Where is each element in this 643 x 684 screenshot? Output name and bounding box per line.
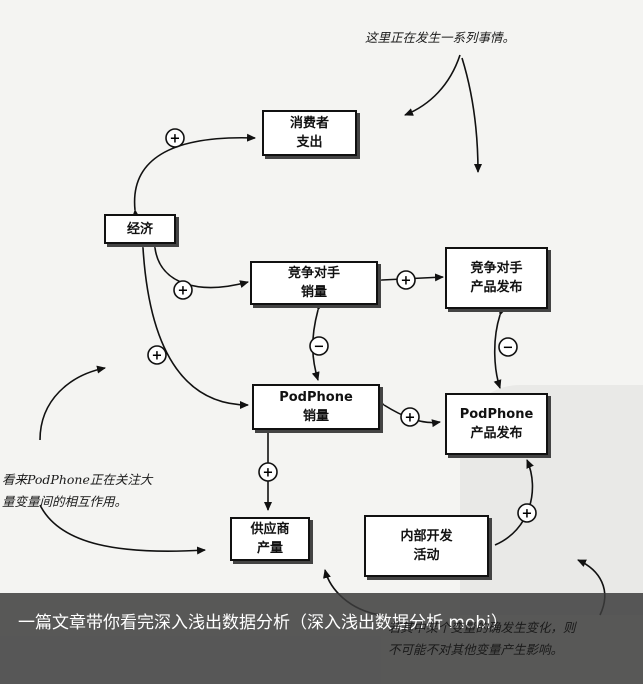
svg-text:+: +	[263, 466, 274, 481]
node-label: 竞争对手	[470, 261, 523, 276]
node-label: 产品发布	[470, 280, 523, 295]
plus-sign-icon: +	[400, 407, 420, 427]
note-arrow-left-2	[39, 504, 206, 555]
svg-text:−: −	[314, 340, 325, 355]
svg-text:+: +	[170, 132, 181, 147]
annotation-left-line2: 量变量间的相互作用。	[2, 494, 128, 509]
node-supplier-output: 供应商 产量	[230, 517, 310, 561]
svg-text:+: +	[401, 274, 412, 289]
node-label: 活动	[413, 548, 440, 563]
node-consumer-spending: 消费者 支出	[262, 110, 357, 156]
plus-sign-icon: +	[517, 503, 537, 523]
node-label: PodPhone	[279, 390, 353, 405]
node-rnd-activity: 内部开发 活动	[364, 515, 489, 577]
node-label: 产品发布	[470, 426, 523, 441]
note-arrow-left-1	[39, 365, 106, 441]
minus-sign-icon: −	[498, 337, 518, 357]
node-podphone-sales: PodPhone 销量	[252, 384, 380, 430]
svg-text:+: +	[405, 411, 416, 426]
node-label: 销量	[302, 409, 329, 424]
node-podphone-release: PodPhone 产品发布	[445, 393, 548, 455]
node-label: 支出	[296, 135, 323, 150]
svg-text:+: +	[522, 507, 533, 522]
node-label: PodPhone	[459, 407, 534, 422]
node-economy: 经济	[104, 214, 176, 244]
node-label: 供应商	[250, 522, 290, 537]
plus-sign-icon: +	[173, 280, 193, 300]
annotation-bottom-line1: 若其中某个变量的确发生变化，则	[388, 620, 576, 635]
plus-sign-icon: +	[147, 345, 167, 365]
plus-sign-icon: +	[165, 128, 185, 148]
node-label: 销量	[300, 285, 327, 300]
node-label: 消费者	[289, 116, 329, 131]
banner-text[interactable]: 一篇文章带你看完深入浅出数据分析（深入浅出数据分析 mobi）	[18, 613, 508, 633]
annotation-left-line1: 看来PodPhone正在关注大	[2, 472, 153, 487]
node-label: 内部开发	[400, 529, 453, 544]
plus-sign-icon: +	[258, 462, 278, 482]
node-label: 产量	[256, 541, 283, 556]
node-competitor-sales: 竞争对手 销量	[250, 261, 378, 305]
arrow-economy-podphone-sales	[138, 239, 249, 409]
svg-text:+: +	[178, 284, 189, 299]
arrow-competitor-podphone-release	[493, 306, 507, 389]
plus-sign-icon: +	[396, 270, 416, 290]
node-label: 经济	[126, 221, 153, 237]
node-label: 竞争对手	[287, 266, 340, 281]
arrow-economy-consumer	[131, 133, 256, 219]
note-arrow-top-1	[404, 54, 461, 116]
arrow-economy-competitor-sales	[149, 239, 249, 289]
note-arrow-top-2	[461, 57, 482, 173]
article-title-banner[interactable]: 一篇文章带你看完深入浅出数据分析（深入浅出数据分析 mobi）	[0, 593, 643, 684]
arrow-rnd-podphone-release	[494, 459, 534, 546]
node-competitor-release: 竞争对手 产品发布	[445, 247, 548, 309]
svg-text:−: −	[503, 341, 514, 356]
annotation-top: 这里正在发生一系列事情。	[365, 30, 516, 45]
svg-text:+: +	[152, 349, 163, 364]
minus-sign-icon: −	[309, 336, 329, 356]
annotation-bottom-line2: 不可能不对其他变量产生影响。	[388, 642, 564, 657]
